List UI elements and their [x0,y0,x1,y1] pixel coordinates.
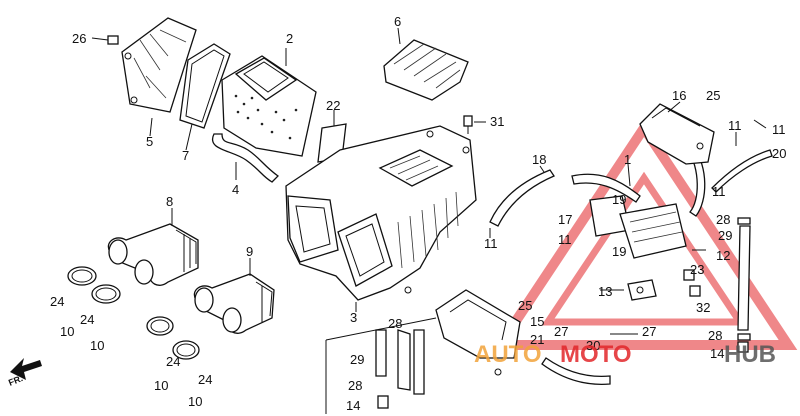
label-10c: 10 [154,378,168,393]
callout-labels: 2 3 4 5 6 7 8 9 10 10 10 10 11 11 11 11 … [50,14,786,413]
part-air-cleaner-case [285,125,477,301]
part-valve-cover [639,103,715,165]
label-5: 5 [146,134,153,149]
part-hose-clamps [67,266,200,360]
label-27b: 27 [642,324,656,339]
label-30: 30 [586,338,600,353]
label-28c: 28 [716,212,730,227]
watermark-text: AUTO MOTO HUB [474,341,776,368]
label-27a: 27 [554,324,568,339]
label-10b: 10 [90,338,104,353]
label-28b: 28 [348,378,362,393]
label-25a: 25 [706,88,720,103]
part-intake-duct [383,39,469,101]
label-18: 18 [532,152,546,167]
label-9: 9 [246,244,253,259]
label-10a: 10 [60,324,74,339]
label-13: 13 [598,284,612,299]
direction-arrow [10,358,42,380]
label-25b: 25 [518,298,532,313]
label-14b: 14 [710,346,724,361]
label-19a: 19 [612,192,626,207]
part-carb-joint-rear [193,273,275,334]
label-24d: 24 [198,372,212,387]
label-12: 12 [716,248,730,263]
label-1: 1 [624,152,631,167]
label-17: 17 [558,212,572,227]
part-lower-case [435,289,521,376]
label-8: 8 [166,194,173,209]
watermark-word-auto: AUTO [474,341,542,368]
label-21: 21 [530,332,544,347]
label-28d: 28 [708,328,722,343]
label-29a: 29 [350,352,364,367]
part-vent-hose [489,169,555,227]
part-air-supply-valve [571,147,706,259]
label-16: 16 [672,88,686,103]
label-20: 20 [772,146,786,161]
label-14a: 14 [346,398,360,413]
watermark-word-hub: HUB [724,341,776,368]
watermark-word-moto: MOTO [560,341,632,368]
part-bolt [463,115,473,134]
part-gasket [179,43,231,129]
part-carb-joint-front [107,223,199,286]
part-drain-tube-right [737,217,751,353]
label-23: 23 [690,262,704,277]
label-22: 22 [326,98,340,113]
label-7: 7 [182,148,189,163]
label-24a: 24 [50,294,64,309]
label-11c: 11 [728,118,742,133]
label-28a: 28 [388,316,402,331]
part-breather-hose [211,133,280,183]
part-small-hose [711,149,773,193]
label-3: 3 [350,310,357,325]
part-air-cleaner-cover [107,17,197,113]
label-11d: 11 [772,122,786,137]
label-2: 2 [286,31,293,46]
part-drain-tube-left [375,329,425,409]
label-4: 4 [232,182,239,197]
label-29b: 29 [718,228,732,243]
label-11a: 11 [484,236,498,251]
label-6: 6 [394,14,401,29]
part-air-filter [221,55,317,157]
label-32: 32 [696,300,710,315]
label-15: 15 [530,314,544,329]
label-19b: 19 [612,244,626,259]
part-bracket-small [627,269,701,301]
label-10d: 10 [188,394,202,409]
part-drain-hose [541,357,611,386]
label-26: 26 [72,31,86,46]
label-24c: 24 [166,354,180,369]
label-24b: 24 [80,312,94,327]
label-11e: 11 [712,184,726,199]
label-11b: 11 [558,232,572,247]
label-31: 31 [490,114,504,129]
